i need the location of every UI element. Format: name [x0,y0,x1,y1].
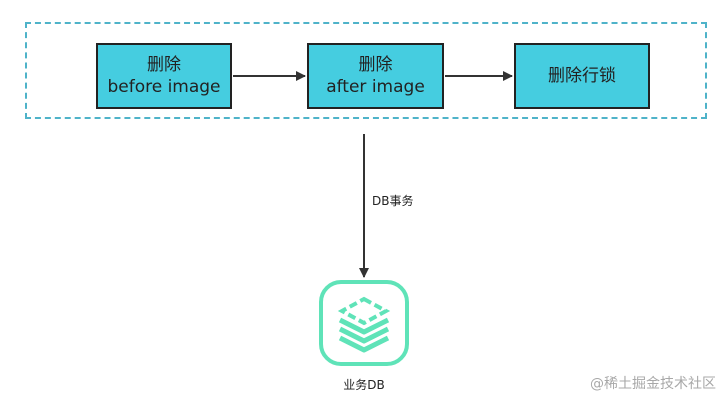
step-delete-before-image: 删除 before image [96,43,232,109]
watermark: @稀土掘金技术社区 [590,376,716,392]
step-3-title: 删除行锁 [548,66,616,86]
step-2-subtitle: after image [326,77,425,97]
transaction-group-frame [25,22,707,119]
edge-label-db-transaction: DB事务 [371,192,415,209]
database-stack-icon [319,280,409,366]
step-1-subtitle: before image [107,77,221,97]
step-1-title: 删除 [147,55,181,75]
step-delete-row-lock: 删除行锁 [514,43,650,109]
step-delete-after-image: 删除 after image [307,43,444,109]
db-label: 业务DB [343,378,385,392]
step-2-title: 删除 [358,55,393,75]
